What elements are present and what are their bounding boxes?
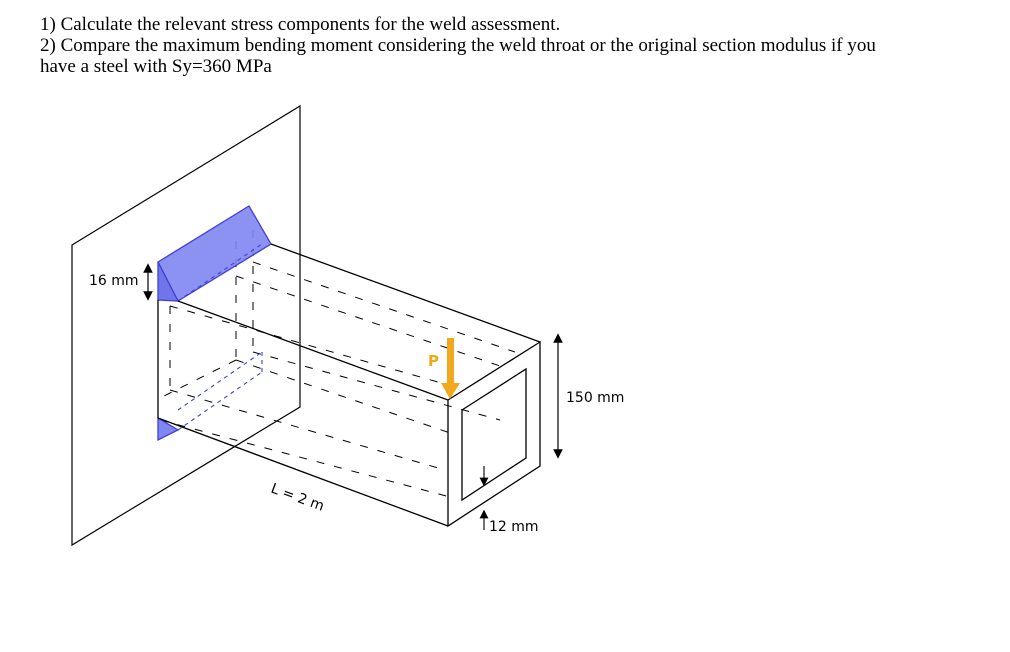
problem-item-2-line-2: have a steel with Sy=360 MPa: [40, 56, 272, 77]
top-weld-end-face: [157, 261, 180, 302]
bottom-weld-fillet: [157, 416, 180, 442]
top-weld-fillet: [157, 205, 272, 302]
height-label: 150 mm: [566, 390, 624, 406]
wall-plate: [71, 104, 301, 547]
problem-item-2-line-1: 2) Compare the maximum bending moment co…: [40, 35, 876, 56]
beam-visible-edges: [157, 243, 541, 528]
problem-statement: 1) Calculate the relevant stress compone…: [40, 14, 990, 77]
hidden-weld-edges: [177, 243, 263, 431]
load-label: P: [428, 352, 439, 370]
length-label: L = 2 m: [269, 481, 327, 515]
problem-item-1: 1) Calculate the relevant stress compone…: [40, 14, 561, 35]
hollow-section-inner: [461, 367, 527, 502]
thickness-label: 12 mm: [489, 519, 539, 535]
load-arrow-head: [441, 383, 460, 399]
load-arrow-shaft: [447, 338, 454, 384]
weld-size-label: 16 mm: [89, 273, 139, 289]
